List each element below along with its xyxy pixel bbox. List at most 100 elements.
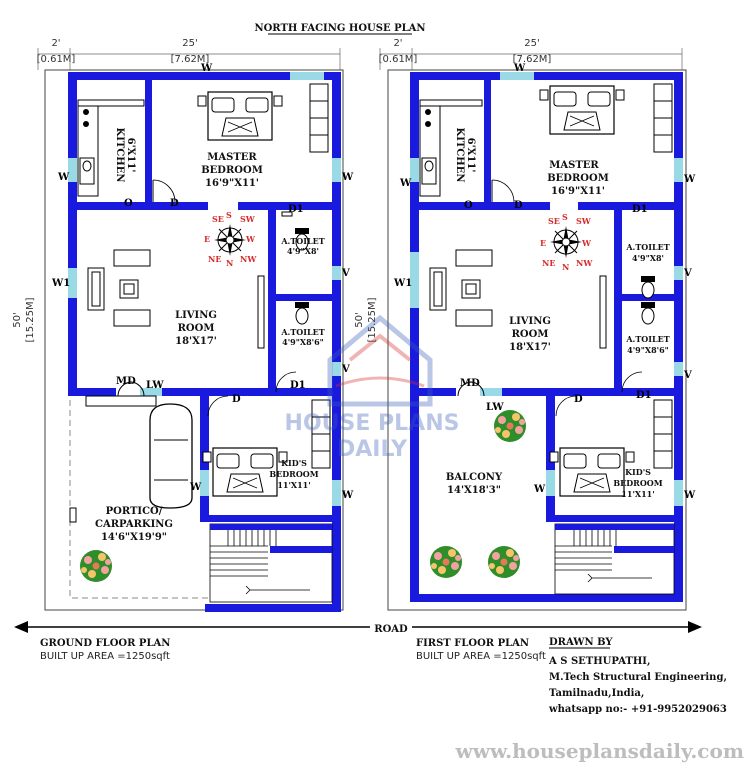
ff-setback-m: [0.61M]: [379, 54, 418, 65]
ff-toilet2-size: 4'9"X8'6": [627, 345, 669, 355]
gf-opening-o: O: [124, 198, 133, 209]
ff-master-name2: BEDROOM: [547, 173, 609, 184]
gf-compass-n: N: [226, 258, 233, 268]
ff-kitchen-size: 6'X11': [465, 138, 476, 173]
ff-living-name2: ROOM: [512, 329, 549, 340]
ff-kitchen-name: KITCHEN: [454, 128, 465, 183]
ff-compass-w: W: [581, 238, 592, 248]
ff-master-size: 16'9"X11': [551, 186, 605, 197]
ff-depth-m: [15.25M]: [367, 297, 378, 342]
ff-door-d1-bottom: D1: [636, 390, 652, 401]
gf-setback-ft: 2': [51, 38, 60, 49]
gf-portico-name: PORTICO/: [106, 506, 163, 517]
gf-living-size: 18'X17': [175, 336, 217, 347]
gf-width-ft: 25': [182, 38, 197, 49]
ff-width-m: [7.62M]: [513, 54, 552, 65]
ff-door-d1-top: D1: [632, 204, 648, 215]
ff-main-door: MD: [460, 378, 480, 389]
gf-compass-sw: SW: [240, 214, 256, 224]
gf-master-name2: BEDROOM: [201, 165, 263, 176]
gf-window-lw: LW: [146, 380, 164, 391]
ff-compass-n: N: [562, 262, 569, 272]
gf-door-d1-bottom: D1: [290, 380, 306, 391]
plan-title: NORTH FACING HOUSE PLAN: [254, 23, 425, 34]
gf-setback-m: [0.61M]: [37, 54, 76, 65]
gf-toilet2-name: A.TOILET: [280, 327, 324, 337]
drawn-by-contact: whatsapp no:- +91-9952029063: [548, 704, 727, 715]
ff-vent-2: V: [683, 370, 692, 381]
gf-window-kitchen: W: [57, 172, 70, 183]
ff-window-w1: W1: [393, 278, 412, 289]
gf-vent-1: V: [341, 268, 350, 279]
ff-kids-name2: BEDROOM: [613, 478, 662, 488]
gf-kids-size: 11'X11': [277, 480, 310, 490]
gf-toilet2-size: 4'9"X8'6": [282, 337, 324, 347]
drawn-by-qualification: M.Tech Structural Engineering,: [549, 672, 727, 683]
drawn-by-heading: DRAWN BY: [549, 637, 613, 648]
watermark-logo: [327, 314, 433, 407]
ff-window-kitchen: W: [399, 178, 412, 189]
ff-compass-nw: NW: [576, 258, 593, 268]
ground-floor-plan: 2' [0.61M] 25' [7.62M] 50' [15.25M]: [12, 38, 354, 612]
drawn-by-name: A S SETHUPATHI,: [548, 656, 650, 667]
gf-door-kids: D: [232, 394, 241, 405]
ff-door-master: D: [514, 200, 523, 211]
first-floor-plan: 2' [0.61M] 25' [7.62M] 50' [15.25M]: [354, 38, 696, 611]
ff-balcony-size: 14'X18'3": [447, 485, 501, 496]
ff-compass-e: E: [540, 238, 546, 248]
ff-toilet2-name: A.TOILET: [625, 334, 669, 344]
gf-main-door: MD: [116, 376, 136, 387]
gf-portico-name2: CARPARKING: [95, 519, 173, 530]
ff-door-kids: D: [574, 394, 583, 405]
gf-window-w1: W1: [51, 278, 70, 289]
drawn-by-location: Tamilnadu,India,: [549, 688, 644, 699]
gf-door-d1-top: D1: [288, 204, 304, 215]
ff-living-name: LIVING: [509, 316, 551, 327]
gf-window-master: W: [341, 172, 354, 183]
gf-compass-w: W: [245, 234, 256, 244]
gf-caption: GROUND FLOOR PLAN: [40, 638, 170, 649]
ff-window-top: W: [513, 63, 526, 74]
ff-caption: FIRST FLOOR PLAN: [416, 638, 529, 649]
gf-window-kids-right: W: [341, 490, 354, 501]
ff-toilet1-size: 4'9"X8': [632, 253, 664, 263]
gf-kitchen-name: KITCHEN: [114, 128, 125, 183]
gf-compass-se: SE: [212, 214, 224, 224]
ff-width-ft: 25': [524, 38, 539, 49]
gf-toilet1-size: 4'9"X8': [287, 246, 319, 256]
ff-area: BUILT UP AREA =1250sqft: [416, 651, 546, 662]
gf-kids-name2: BEDROOM: [269, 469, 318, 479]
gf-window-top: W: [200, 63, 213, 74]
gf-living-name2: ROOM: [178, 323, 215, 334]
ff-master-name: MASTER: [549, 160, 599, 171]
gf-area: BUILT UP AREA =1250sqft: [40, 651, 170, 662]
gf-door-master: D: [170, 198, 179, 209]
gf-living-name: LIVING: [175, 310, 217, 321]
gf-portico-size: 14'6"X19'9": [101, 532, 167, 543]
ff-compass-ne: NE: [542, 258, 555, 268]
gf-kitchen-size: 6'X11': [125, 138, 136, 173]
gf-window-kids-left: W: [189, 482, 202, 493]
ff-kids-name: KID'S: [625, 467, 651, 477]
gf-depth-m: [15.25M]: [25, 297, 36, 342]
road-arrow: [14, 619, 702, 635]
road-label: ROAD: [374, 624, 408, 635]
ff-toilet1-name: A.TOILET: [625, 242, 669, 252]
ff-compass-se: SE: [548, 216, 560, 226]
gf-master-name: MASTER: [207, 152, 257, 163]
gf-compass-s: S: [226, 210, 232, 220]
watermark-line1: HOUSE PLANS: [285, 411, 460, 436]
ff-kids-size: 11'X11': [621, 489, 654, 499]
gf-kids-name: KID'S: [281, 458, 307, 468]
gf-depth-ft: 50': [12, 312, 23, 327]
website-url: www.houseplansdaily.com: [455, 739, 744, 763]
gf-width-m: [7.62M]: [171, 54, 210, 65]
ff-opening-o: O: [464, 200, 473, 211]
ff-compass-sw: SW: [576, 216, 592, 226]
ff-living-size: 18'X17': [509, 342, 551, 353]
gf-master-size: 16'9"X11': [205, 178, 259, 189]
gf-toilet1-name: A.TOILET: [280, 236, 324, 246]
ff-window-lw: LW: [486, 402, 504, 413]
ff-depth-ft: 50': [354, 312, 365, 327]
gf-compass-ne: NE: [208, 254, 221, 264]
